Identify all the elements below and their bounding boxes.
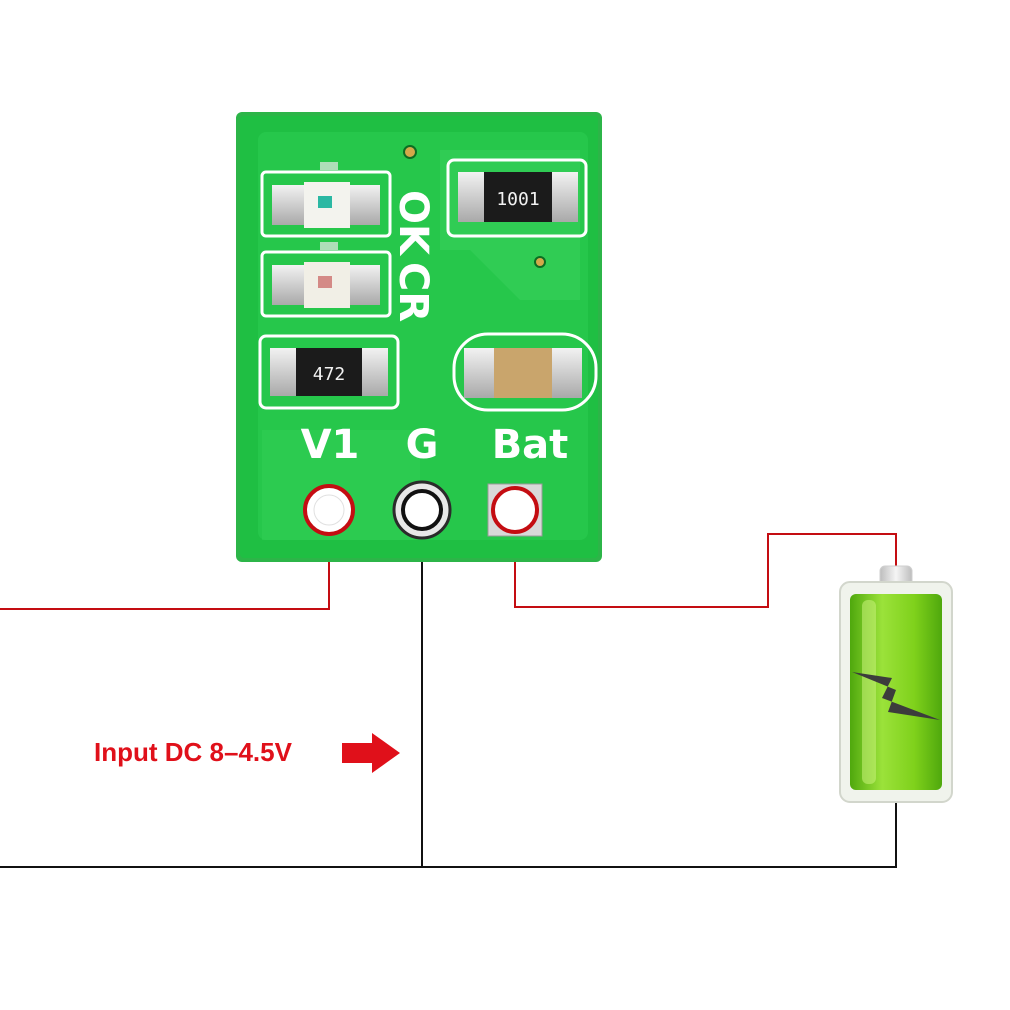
pin-bat bbox=[487, 483, 543, 537]
led-cr bbox=[260, 242, 392, 318]
wires bbox=[0, 510, 897, 868]
led-label-cr: CR bbox=[390, 262, 436, 322]
resistor-472: 472 bbox=[258, 334, 400, 410]
pin-v1 bbox=[303, 484, 355, 536]
pin-label-g: G bbox=[406, 422, 439, 468]
lightning-bolt-icon bbox=[852, 672, 940, 720]
pin-label-v1: V1 bbox=[301, 422, 360, 468]
input-label: Input DC 8–4.5V bbox=[94, 737, 293, 767]
resistor-1001-code: 1001 bbox=[496, 189, 539, 210]
pin-label-bat: Bat bbox=[492, 422, 569, 468]
battery-icon bbox=[839, 565, 953, 803]
resistor-472-code: 472 bbox=[313, 364, 346, 385]
wire-bat bbox=[514, 510, 897, 608]
resistor-1001: 1001 bbox=[446, 158, 588, 238]
wire-ground-bus bbox=[0, 800, 897, 868]
capacitor bbox=[452, 332, 598, 412]
led-ok bbox=[260, 162, 392, 238]
pin-g bbox=[392, 480, 452, 540]
pcb-board: OK CR 1001 472 V1 G Bat bbox=[236, 112, 602, 562]
led-label-ok: OK bbox=[390, 190, 436, 257]
arrow-right-icon bbox=[342, 733, 400, 773]
